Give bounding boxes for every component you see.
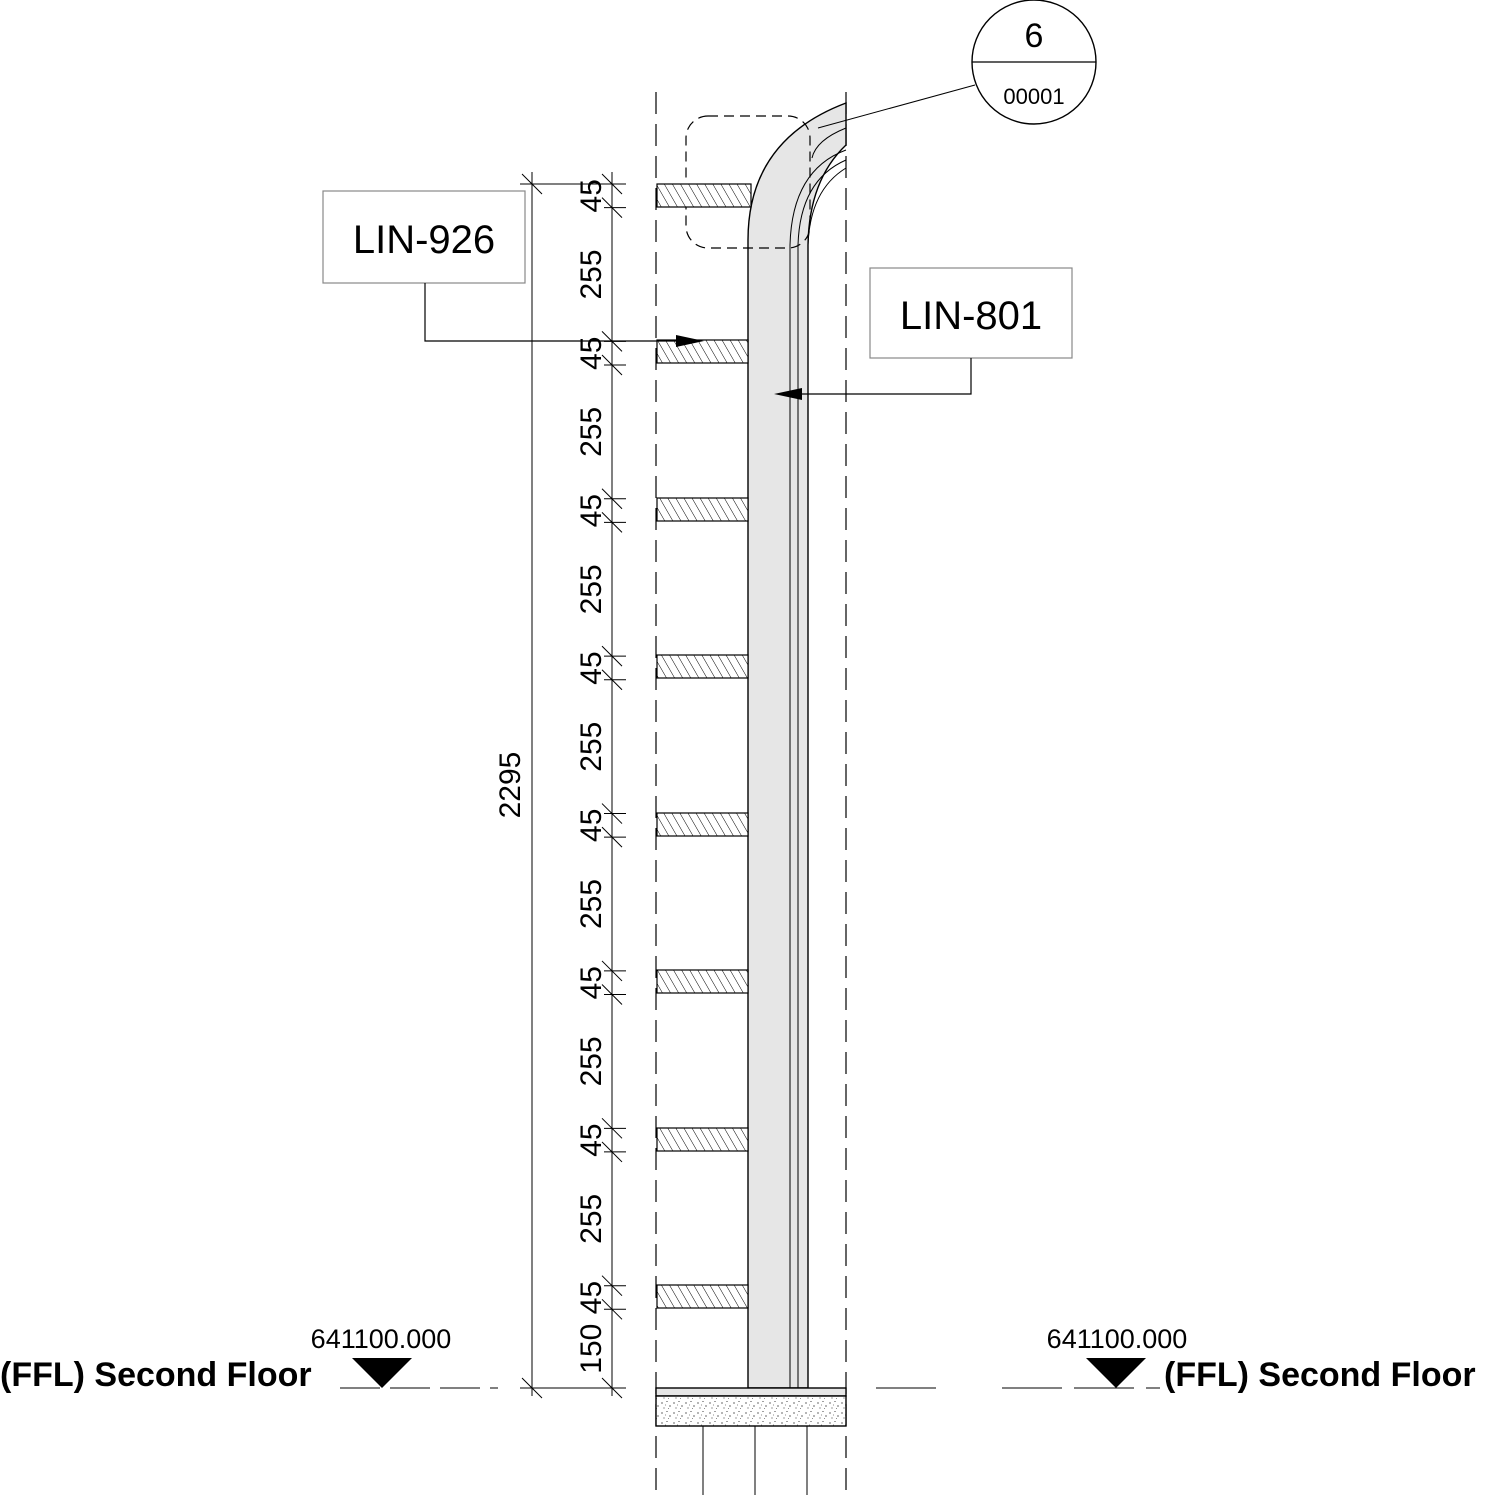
dimension-tick [601, 1275, 623, 1297]
dimension-tick [601, 960, 623, 982]
section-sheet: 00001 [1003, 84, 1064, 109]
dimension-tick [601, 803, 623, 824]
segment-dimension-text: 255 [575, 879, 608, 929]
tread [656, 969, 749, 994]
segment-dimension-text: 255 [575, 249, 608, 299]
tread [656, 497, 749, 522]
dimension-tick [601, 488, 623, 510]
level-right-name: (FFL) Second Floor [1164, 1356, 1476, 1394]
boundary-dashed-lines [655, 92, 847, 1495]
leader-arrow-icon [676, 335, 704, 347]
wall-profile [747, 101, 847, 1389]
section-number: 6 [1025, 17, 1044, 55]
tag-lin-926: LIN-926 [322, 190, 704, 347]
dimension-tick [601, 173, 623, 195]
segment-dimension-text: 45 [575, 651, 608, 684]
segment-dimension-text: 45 [575, 809, 608, 842]
level-triangle-left-icon [352, 1358, 412, 1388]
svg-text:LIN-801: LIN-801 [900, 294, 1042, 338]
segment-dimension-text: 255 [575, 1194, 608, 1244]
segment-dimension-text: 45 [575, 1281, 608, 1314]
tag-lin-801: LIN-801 [774, 267, 1073, 400]
svg-text:LIN-926: LIN-926 [353, 218, 495, 262]
dimension-tick [601, 1377, 623, 1399]
segment-dimension-text: 150 [575, 1324, 608, 1374]
tread [656, 1284, 749, 1309]
dimension-tick [601, 1141, 623, 1163]
floor-slab [655, 1387, 847, 1495]
chain-dimension-line [601, 172, 626, 1399]
segment-dimension-text: 45 [575, 179, 608, 212]
overall-dimension-line [520, 172, 620, 1399]
level-triangle-right-icon [1086, 1358, 1146, 1388]
dimension-tick [601, 1117, 623, 1139]
dimension-tick [601, 512, 623, 533]
segment-dimension-text: 255 [575, 407, 608, 457]
detail-area-outline [685, 115, 811, 249]
level-left-elevation: 641100.000 [311, 1324, 452, 1354]
dimension-tick [601, 669, 623, 691]
section-callout: 6 00001 [817, 0, 1097, 129]
overall-dimension-text: 2295 [494, 752, 527, 819]
segment-dimension-text: 255 [575, 564, 608, 614]
tread [656, 812, 749, 837]
dimension-tick [601, 826, 623, 848]
dimension-tick [601, 197, 623, 218]
dimension-tick [601, 645, 623, 667]
tread [656, 654, 749, 679]
leader-arrow-icon [774, 388, 802, 400]
segment-dimension-text: 45 [575, 337, 608, 370]
level-left-name: (FFL) Second Floor [0, 1356, 312, 1394]
tread [656, 1127, 749, 1152]
segment-dimension-text: 45 [575, 966, 608, 999]
dimension-tick [601, 354, 623, 376]
tread-sections [656, 183, 752, 1309]
dimension-tick [601, 1298, 623, 1320]
chain-dimension-texts: 45 255 45 255 45 255 45 255 45 255 45 255 45 255 45 150 [575, 179, 608, 1374]
level-right-elevation: 641100.000 [1047, 1324, 1188, 1354]
segment-dimension-text: 45 [575, 494, 608, 527]
segment-dimension-text: 255 [575, 722, 608, 772]
tread [656, 183, 752, 208]
dimension-tick [601, 984, 623, 1005]
tread [656, 339, 749, 364]
segment-dimension-text: 255 [575, 1036, 608, 1086]
segment-dimension-text: 45 [575, 1123, 608, 1156]
